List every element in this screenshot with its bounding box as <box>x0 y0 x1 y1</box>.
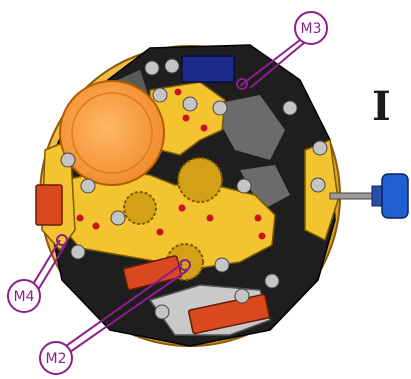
screw <box>213 101 227 115</box>
jewel <box>259 233 266 240</box>
screw <box>183 97 197 111</box>
callout-label-m2: M2 <box>46 351 67 367</box>
screw <box>71 245 85 259</box>
screw <box>155 305 169 319</box>
gear-wheel <box>178 158 222 202</box>
battery-cell <box>60 81 164 185</box>
winding-stem <box>330 193 375 199</box>
screw <box>81 179 95 193</box>
screw <box>111 211 125 225</box>
roman-numeral-label: I <box>372 83 391 130</box>
screw <box>61 153 75 167</box>
jewel <box>77 215 84 222</box>
screw <box>237 179 251 193</box>
jewel <box>93 223 100 230</box>
callout-label-m3: M3 <box>301 21 322 37</box>
screw <box>313 141 327 155</box>
screw <box>265 274 279 288</box>
coil-left <box>36 185 62 225</box>
jewel <box>175 89 182 96</box>
gear-wheel <box>124 192 156 224</box>
jewel <box>183 115 190 122</box>
crown <box>382 174 408 218</box>
screw <box>215 258 229 272</box>
callout-label-m4: M4 <box>14 289 35 305</box>
screw <box>283 101 297 115</box>
screw <box>145 61 159 75</box>
screw <box>311 178 325 192</box>
jewel <box>179 205 186 212</box>
jewel <box>255 215 262 222</box>
jewel <box>157 229 164 236</box>
jewel <box>207 215 214 222</box>
screw <box>235 289 249 303</box>
jewel <box>201 125 208 132</box>
screw <box>153 88 167 102</box>
screw <box>165 59 179 73</box>
stepper-motor-m3 <box>182 56 234 82</box>
